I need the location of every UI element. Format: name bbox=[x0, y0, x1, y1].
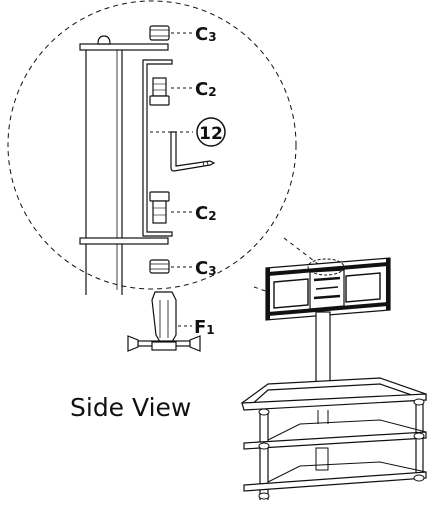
part-12-circle bbox=[196, 117, 226, 147]
bolt-c2-top bbox=[149, 77, 170, 106]
shelf-bottom bbox=[243, 461, 427, 500]
label-12: 12 bbox=[199, 124, 223, 144]
label-c2-top: C2 bbox=[195, 79, 217, 100]
detail-circle bbox=[7, 0, 297, 290]
stand-column bbox=[315, 311, 331, 387]
detail-leader-upper bbox=[283, 237, 319, 265]
nut-c3-bottom bbox=[149, 259, 170, 274]
side-view-caption: Side View bbox=[70, 393, 191, 422]
shelf-middle bbox=[243, 419, 427, 450]
label-c3-bottom: C3 bbox=[195, 258, 217, 279]
allen-key bbox=[170, 131, 216, 172]
thumb-screw-f1 bbox=[127, 291, 201, 352]
tv-stand bbox=[240, 257, 427, 500]
label-c2-bottom: C2 bbox=[195, 203, 217, 224]
tv-mount-plate bbox=[265, 257, 391, 321]
shelf-top bbox=[240, 377, 427, 416]
nut-c3-top bbox=[149, 25, 170, 41]
vertical-post bbox=[79, 35, 169, 295]
leg-mid-lower bbox=[315, 447, 329, 471]
bolt-c2-bottom bbox=[149, 191, 170, 224]
mount-bracket bbox=[142, 59, 173, 237]
label-c3-top: C3 bbox=[195, 24, 217, 45]
label-f1: F1 bbox=[194, 317, 215, 338]
